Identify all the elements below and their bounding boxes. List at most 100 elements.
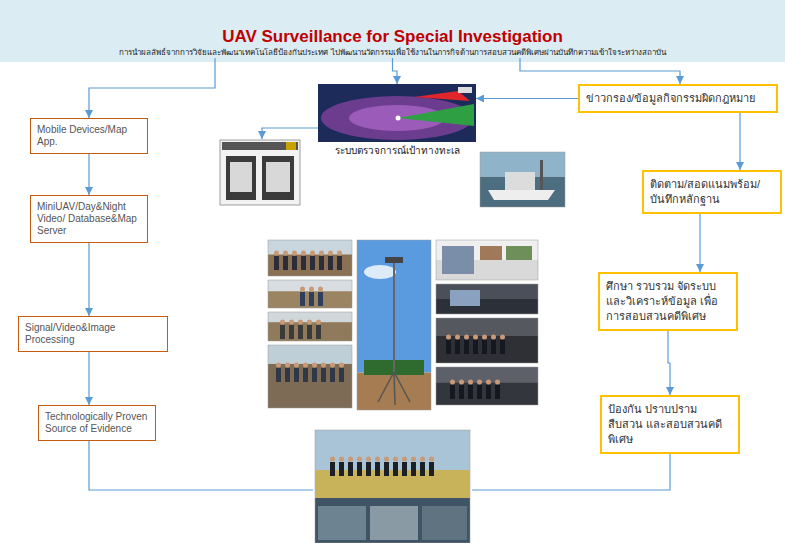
photo	[480, 152, 565, 207]
person	[375, 462, 380, 476]
person-head	[464, 335, 469, 340]
flow-arrow	[520, 58, 680, 84]
person	[500, 340, 505, 354]
photo-frame	[315, 430, 470, 543]
photo-frame	[436, 367, 538, 405]
flow-arrow	[668, 331, 670, 395]
photo	[268, 345, 352, 408]
person	[319, 256, 324, 270]
person-head	[307, 320, 312, 325]
person	[294, 368, 299, 382]
screen	[220, 140, 300, 205]
merge-line	[89, 441, 313, 490]
person	[473, 340, 478, 354]
screen-logo	[286, 142, 296, 150]
person-head	[274, 251, 279, 256]
photo-ground	[268, 291, 352, 308]
photo-frame	[436, 318, 538, 363]
radar-ground	[318, 84, 476, 142]
person-head	[375, 457, 380, 462]
person	[339, 462, 344, 476]
photo-ground	[268, 322, 352, 341]
photo-frame	[268, 345, 352, 408]
person	[468, 385, 473, 399]
person-head	[283, 251, 288, 256]
photo-inset	[370, 506, 418, 540]
person-head	[289, 320, 294, 325]
person	[402, 462, 407, 476]
person	[298, 325, 303, 339]
person-head	[339, 457, 344, 462]
person	[482, 340, 487, 354]
person-head	[316, 320, 321, 325]
person	[280, 325, 285, 339]
radar-picture	[318, 84, 476, 142]
person-head	[491, 335, 496, 340]
person	[330, 368, 335, 382]
merge-line	[472, 454, 670, 490]
person-head	[294, 363, 299, 368]
person	[357, 462, 362, 476]
person	[310, 256, 315, 270]
node-text: ป้องกัน ปราบปราม สืบสวน และสอบสวนคดีพิเศ…	[608, 402, 732, 447]
person-head	[292, 251, 297, 256]
diagram-title: UAV Surveillance for Special Investigati…	[0, 27, 785, 47]
person-head	[312, 363, 317, 368]
person-head	[495, 380, 500, 385]
photo-ground	[436, 336, 538, 363]
person-head	[319, 251, 324, 256]
person-head	[482, 335, 487, 340]
person	[429, 462, 434, 476]
process-box: ข่าวกรอง/ข้อมูลกิจกรรมผิดกฎหมาย	[578, 84, 778, 113]
phone	[226, 156, 256, 200]
photo-inset	[422, 506, 467, 540]
person-head	[309, 287, 314, 292]
person	[292, 256, 297, 270]
process-box: ศึกษา รวบรวม จัดระบบ และวิเคราะห์ข้อมูล …	[598, 272, 738, 331]
person-head	[339, 363, 344, 368]
photo-ground	[268, 364, 352, 408]
person	[420, 462, 425, 476]
process-box: ป้องกัน ปราบปราม สืบสวน และสอบสวนคดีพิเศ…	[600, 395, 740, 454]
flow-arrow	[88, 243, 89, 316]
person	[318, 292, 323, 306]
photo-frame	[357, 240, 431, 410]
process-box: MiniUAV/Day&Night Video/ Database&Map Se…	[30, 195, 148, 243]
photo	[436, 367, 538, 405]
person-head	[330, 457, 335, 462]
person-head	[348, 457, 353, 462]
person	[384, 462, 389, 476]
person	[486, 385, 491, 399]
person-head	[468, 380, 473, 385]
person	[303, 368, 308, 382]
node-text: MiniUAV/Day&Night Video/ Database&Map Se…	[37, 201, 141, 237]
person-head	[321, 363, 326, 368]
person	[491, 340, 496, 354]
person-head	[303, 363, 308, 368]
person	[328, 256, 333, 270]
photo-sky	[357, 240, 431, 373]
person-head	[357, 457, 362, 462]
flow-arrow	[88, 154, 89, 195]
person	[348, 462, 353, 476]
photo	[436, 240, 538, 280]
slide-picture	[506, 246, 532, 260]
person-head	[310, 251, 315, 256]
photo	[436, 284, 538, 314]
person	[289, 325, 294, 339]
phone	[262, 156, 294, 200]
person	[312, 368, 317, 382]
photo-sky	[268, 280, 352, 291]
node-text: การนำผลลัพธ์จากการวิจัยและพัฒนาเทคโนโลยี…	[0, 47, 785, 58]
person	[393, 462, 398, 476]
cloud	[364, 265, 396, 279]
photo	[315, 430, 470, 543]
node-text: ติดตาม/สอดแนมพร้อม/ บันทึกหลักฐาน	[650, 177, 774, 207]
photo-frame	[436, 240, 538, 280]
flow-arrow	[393, 58, 398, 84]
person-head	[393, 457, 398, 462]
person-head	[300, 287, 305, 292]
photo-frame	[268, 280, 352, 308]
person	[321, 368, 326, 382]
